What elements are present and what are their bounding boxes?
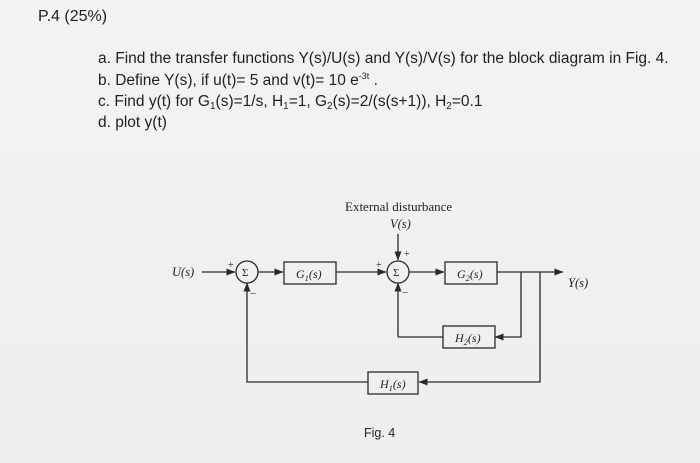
sum2-minus-sign: − [402, 287, 408, 299]
sum1-symbol: Σ [242, 267, 248, 279]
question-c-sub: 2 [446, 101, 452, 112]
question-c-text: c. Find y(t) for G [98, 93, 210, 110]
sum2-plus-sign: + [376, 260, 382, 271]
h1-block [367, 371, 419, 395]
input-label: U(s) [172, 265, 194, 279]
question-b-exponent: -3t [358, 71, 370, 81]
question-c-sub: 2 [327, 101, 333, 112]
g2-block [444, 261, 498, 285]
problem-title: P.4 (25%) [38, 8, 108, 25]
h1-feedback-out-line [243, 282, 368, 383]
sum2-symbol: Σ [393, 267, 399, 279]
question-b: b. Define Y(s), if u(t)= 5 and v(t)= 10 … [98, 71, 378, 90]
sum2-disturbance-plus-sign: + [404, 249, 410, 260]
question-c-text: =0.1 [451, 93, 483, 110]
h1-label: H1(s) [379, 377, 406, 393]
output-label: Y(s) [568, 276, 588, 290]
h2-label: H2(s) [454, 331, 481, 347]
question-a: a. Find the transfer functions Y(s)/U(s)… [98, 50, 669, 67]
question-c-sub: 1 [209, 101, 216, 112]
question-c-text: =1, G [288, 93, 328, 110]
h1-feedback-in-line [418, 272, 541, 386]
question-c-sub: 1 [283, 101, 289, 112]
question-c-text: (s)=1/s, H [215, 93, 284, 110]
question-c: c. Find y(t) for G1(s)=1/s, H1=1, G2(s)=… [98, 93, 482, 112]
g1-block [283, 261, 337, 285]
g2-label: G2(s) [457, 267, 483, 283]
sum1-minus-sign: − [250, 288, 256, 300]
question-b-end: . [369, 72, 378, 89]
sum1-plus-sign: + [228, 260, 234, 271]
question-d: d. plot y(t) [98, 114, 167, 131]
question-c-text: (s)=2/(s(s+1)), H [332, 93, 447, 110]
disturbance-signal-label: V(s) [390, 217, 411, 231]
question-b-text: b. Define Y(s), if u(t)= 5 and v(t)= 10 … [98, 72, 359, 89]
h2-feedback-in-line [494, 272, 522, 341]
figure-caption: Fig. 4 [364, 426, 395, 440]
disturbance-label: External disturbance [345, 199, 452, 214]
g1-label: G1(s) [296, 267, 322, 283]
